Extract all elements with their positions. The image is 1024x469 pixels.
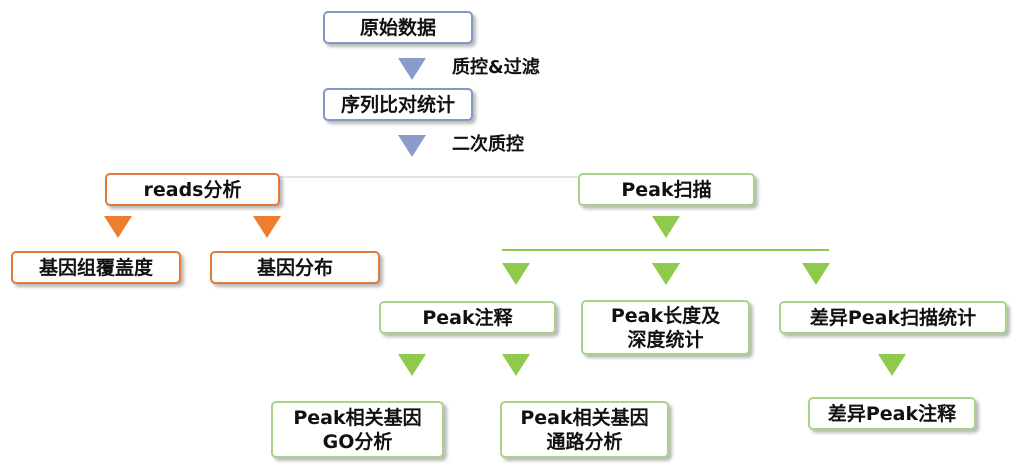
node-peak-length-depth: Peak长度及 深度统计 — [581, 300, 750, 355]
connector-line-peak-branches — [502, 249, 829, 251]
node-peak-scan: Peak扫描 — [578, 173, 755, 206]
arrow-down-icon — [398, 354, 426, 376]
node-peak-gene-go: Peak相关基因 GO分析 — [271, 401, 444, 458]
node-peak-gene-pathway: Peak相关基因 通路分析 — [500, 401, 669, 458]
node-gene-coverage: 基因组覆盖度 — [11, 251, 181, 284]
arrow-down-icon — [802, 263, 830, 285]
node-raw-data: 原始数据 — [323, 11, 473, 44]
node-alignment-stats: 序列比对统计 — [323, 88, 473, 121]
arrow-down-icon — [652, 263, 680, 285]
arrow-down-icon — [253, 216, 281, 238]
edge-label-qc-filter: 质控&过滤 — [452, 57, 540, 78]
arrow-down-icon — [502, 263, 530, 285]
node-diff-peak-stats: 差异Peak扫描统计 — [779, 301, 1007, 334]
arrow-down-icon — [398, 135, 426, 157]
edge-label-second-qc: 二次质控 — [452, 134, 524, 155]
node-gene-distribution: 基因分布 — [210, 251, 380, 284]
connector-line-top — [280, 176, 578, 178]
node-diff-peak-annotation: 差异Peak注释 — [808, 397, 976, 430]
arrow-down-icon — [878, 354, 906, 376]
node-peak-annotation: Peak注释 — [379, 301, 556, 334]
node-reads-analysis: reads分析 — [105, 173, 280, 206]
arrow-down-icon — [104, 216, 132, 238]
arrow-down-icon — [398, 58, 426, 80]
arrow-down-icon — [502, 354, 530, 376]
arrow-down-icon — [652, 216, 680, 238]
